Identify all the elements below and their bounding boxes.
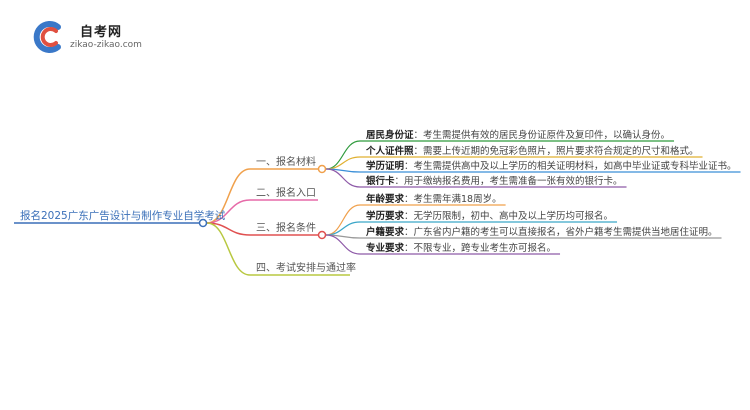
branch-edge-2 [206, 199, 251, 224]
leaf-edge-1-2 [325, 156, 361, 170]
leaf-title: 专业要求 [366, 242, 405, 254]
branch-node-2[interactable]: 二、报名入口 [256, 186, 316, 199]
branch-node-1[interactable]: 一、报名材料 [256, 155, 316, 168]
leaf-description: ：不限专业，跨专业考生亦可报名。 [404, 242, 556, 254]
branch-node-4[interactable]: 四、考试安排与通过率 [256, 261, 356, 274]
leaf-edge-3-1 [325, 204, 361, 236]
leaf-description: ：广东省内户籍的考生可以直接报名，省外户籍考生需提供当地居住证明。 [404, 226, 718, 238]
leaf-node-1-2[interactable]: 个人证件照：需要上传近期的免冠彩色照片，照片要求符合规定的尺寸和格式。 [365, 145, 699, 157]
leaf-description: ：考生需年满18周岁。 [404, 193, 502, 205]
leaf-title: 学历要求 [366, 210, 405, 222]
branch-edge-4 [206, 222, 251, 276]
logo-title: 自考网 [80, 25, 123, 40]
leaf-title: 银行卡 [366, 175, 395, 187]
leaf-node-3-4[interactable]: 专业要求：不限专业，跨专业考生亦可报名。 [366, 242, 556, 254]
leaf-description: ：考生需提供高中及以上学历的相关证明材料，如高中毕业证或专科毕业证书。 [404, 160, 737, 172]
branch-node-3[interactable]: 三、报名条件 [256, 221, 316, 234]
root-node-dot [198, 218, 208, 228]
mind-map-nodes: 报名2025广东广告设计与制作专业自学考试 一、报名材料 居民身份证：考生需提供有效… [20, 129, 737, 274]
branch-collapse-dot-1[interactable] [317, 164, 327, 174]
leaf-node-1-3[interactable]: 学历证明：考生需提供高中及以上学历的相关证明材料，如高中毕业证或专科毕业证书。 [366, 160, 737, 172]
mind-map-edges [14, 140, 741, 276]
leaf-description: ：用于缴纳报名费用，考生需准备一张有效的银行卡。 [395, 175, 623, 187]
leaf-node-3-2[interactable]: 学历要求：无学历限制，初中、高中及以上学历均可报名。 [366, 210, 613, 222]
leaf-title: 个人证件照 [365, 145, 414, 157]
branch-edge-1 [206, 168, 251, 224]
leaf-title: 学历证明 [366, 160, 405, 172]
logo-domain: zikao-zikao.com [70, 40, 142, 50]
leaf-node-1-4[interactable]: 银行卡：用于缴纳报名费用，考生需准备一张有效的银行卡。 [366, 175, 623, 187]
leaf-edge-1-4 [325, 168, 361, 188]
leaf-description: ：需要上传近期的免冠彩色照片，照片要求符合规定的尺寸和格式。 [414, 145, 699, 157]
leaf-title: 年龄要求 [366, 193, 405, 205]
leaf-edge-1-1 [325, 140, 361, 170]
leaf-node-1-1[interactable]: 居民身份证：考生需提供有效的居民身份证原件及复印件，以确认身份。 [366, 129, 670, 141]
leaf-edge-3-4 [325, 234, 361, 255]
branch-collapse-dot-3[interactable] [317, 230, 327, 240]
leaf-edge-3-2 [325, 221, 361, 236]
leaf-description: ：考生需提供有效的居民身份证原件及复印件，以确认身份。 [414, 129, 671, 141]
leaf-description: ：无学历限制，初中、高中及以上学历均可报名。 [404, 210, 613, 222]
leaf-title: 户籍要求 [365, 226, 405, 238]
leaf-node-3-1[interactable]: 年龄要求：考生需年满18周岁。 [366, 193, 502, 205]
logo-c-icon [33, 21, 61, 53]
site-logo[interactable]: 自考网 zikao-zikao.com [30, 20, 190, 54]
leaf-node-3-3[interactable]: 户籍要求：广东省内户籍的考生可以直接报名，省外户籍考生需提供当地居住证明。 [365, 226, 718, 238]
leaf-title: 居民身份证 [366, 129, 414, 141]
root-node-label: 报名2025广东广告设计与制作专业自学考试 [20, 209, 226, 222]
